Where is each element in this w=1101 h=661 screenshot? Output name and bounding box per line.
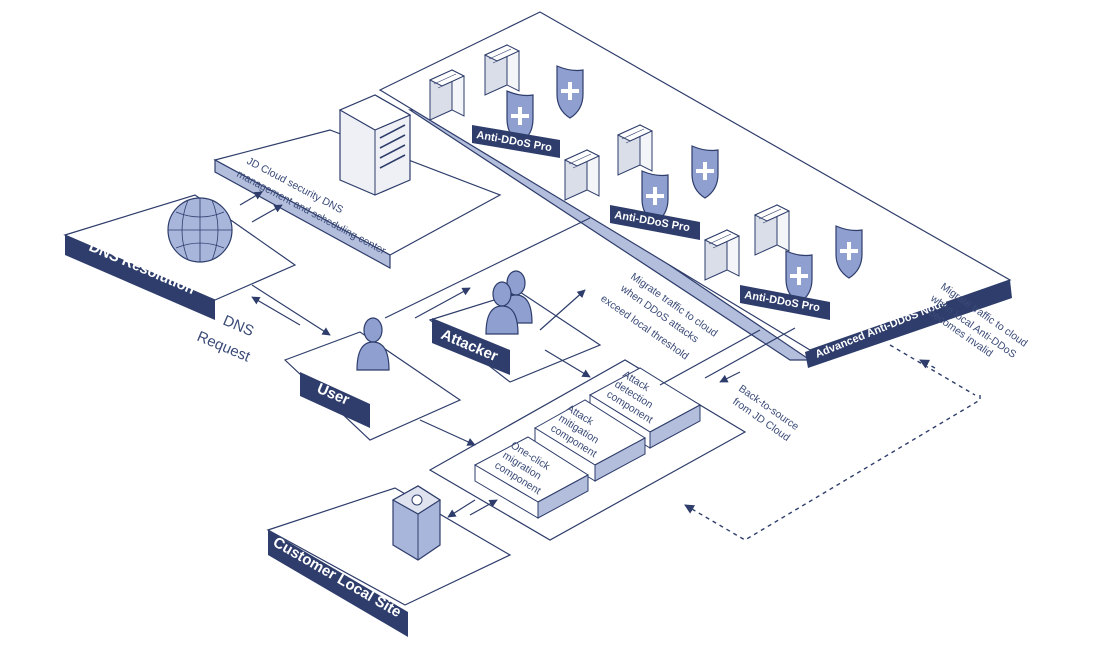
local-protection-plate: Attack detection component Attack mitiga… [428,359,747,541]
one-click-migration-component: One-click migration component [473,436,589,519]
attack-mitigation-component: Attack mitigation component [534,399,646,482]
connections [239,191,981,541]
attacker-node: Attacker [428,270,602,383]
attack-detection-component: Attack detection component [589,367,701,449]
dns-resolution-node: DNS Resolution [63,194,297,320]
customer-local-site: Customer Local Site [266,485,512,637]
dns-request-line-1: DNS [220,312,256,340]
user-node: User [283,317,462,441]
